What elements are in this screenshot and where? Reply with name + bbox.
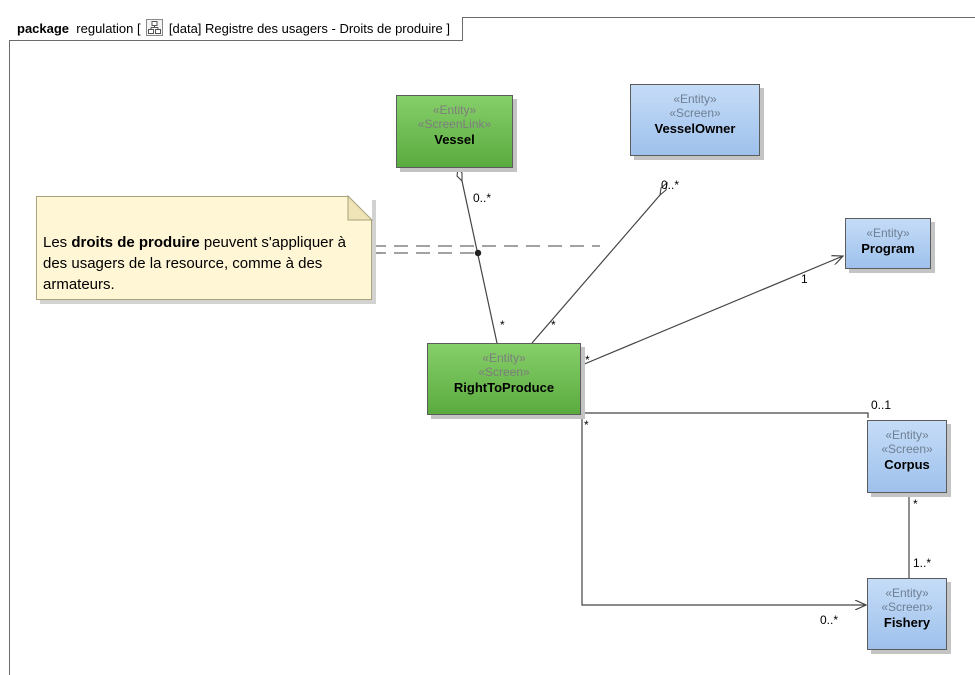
vessel-name: Vessel bbox=[434, 132, 475, 147]
program-association[interactable] bbox=[581, 256, 843, 366]
multiplicity-corpus-end: 0..1 bbox=[871, 398, 892, 412]
multiplicity-owner-rtp-end: * bbox=[551, 318, 556, 332]
class-vessel-owner[interactable]: «Entity» «Screen» VesselOwner bbox=[630, 84, 760, 156]
frame-package-name: regulation bbox=[76, 21, 134, 36]
corpus-stereotype-screen: «Screen» bbox=[881, 442, 933, 456]
multiplicity-corpus-rtp-end: * bbox=[584, 418, 589, 432]
multiplicity-vessel-end: 0..* bbox=[473, 191, 492, 205]
frame-keyword: package bbox=[17, 21, 70, 36]
frame-title: Registre des usagers - Droits de produir… bbox=[205, 21, 443, 36]
vessel-stereotype-screenlink: «ScreenLink» bbox=[417, 117, 492, 131]
note-anchor-line bbox=[372, 245, 600, 257]
class-diagram-icon bbox=[146, 19, 164, 36]
frame-bracket-open: [ bbox=[137, 21, 141, 36]
program-stereotype-entity: «Entity» bbox=[866, 226, 910, 240]
multiplicity-fishery-end: 0..* bbox=[820, 613, 839, 627]
frame-border-left bbox=[9, 17, 10, 675]
frame-border-top bbox=[9, 17, 975, 18]
note-text-post: peuvent s'appliquer à des usagers de la … bbox=[43, 234, 347, 293]
vessel-owner-name: VesselOwner bbox=[654, 121, 736, 136]
vessel-stereotype-entity: «Entity» bbox=[432, 103, 477, 117]
vessel-association[interactable] bbox=[456, 166, 498, 344]
note-text-pre: Les bbox=[43, 234, 72, 251]
corpus-stereotype-entity: «Entity» bbox=[885, 428, 929, 442]
right-to-produce-name: RightToProduce bbox=[453, 380, 555, 395]
package-frame-tab: package regulation [ [data] Registre des… bbox=[9, 17, 464, 41]
fishery-association[interactable] bbox=[581, 413, 866, 605]
fishery-stereotype-screen: «Screen» bbox=[881, 600, 933, 614]
vessel-owner-association[interactable] bbox=[531, 181, 668, 344]
right-to-produce-stereotype-entity: «Entity» bbox=[482, 351, 526, 365]
multiplicity-corpus-fishery-bottom: 1..* bbox=[913, 556, 932, 570]
note-fold-corner bbox=[348, 196, 372, 220]
class-fishery[interactable]: «Entity» «Screen» Fishery bbox=[867, 578, 947, 650]
corpus-name: Corpus bbox=[884, 457, 930, 472]
aggregation-diamond-vessel bbox=[456, 166, 463, 183]
class-program[interactable]: «Entity» Program bbox=[845, 218, 931, 269]
corpus-association[interactable] bbox=[582, 412, 869, 418]
multiplicity-program-end: 1 bbox=[801, 272, 808, 286]
class-vessel[interactable]: «Entity» «ScreenLink» Vessel bbox=[396, 95, 513, 168]
right-to-produce-stereotype-screen: «Screen» bbox=[478, 365, 530, 379]
frame-bracket-close: ] bbox=[446, 21, 451, 36]
multiplicity-corpus-fishery-top: * bbox=[913, 497, 918, 511]
class-right-to-produce[interactable]: «Entity» «Screen» RightToProduce bbox=[427, 343, 581, 415]
comment-note[interactable]: Les droits de produire peuvent s'appliqu… bbox=[36, 196, 372, 300]
program-name: Program bbox=[861, 241, 915, 256]
vessel-owner-stereotype-entity: «Entity» bbox=[673, 92, 717, 106]
aggregation-diamond-owner bbox=[659, 181, 668, 197]
class-corpus[interactable]: «Entity» «Screen» Corpus bbox=[867, 420, 947, 493]
vessel-owner-stereotype-screen: «Screen» bbox=[669, 106, 721, 120]
multiplicity-owner-end: 0..* bbox=[661, 178, 680, 192]
multiplicity-program-rtp-end: * bbox=[585, 353, 590, 367]
fishery-name: Fishery bbox=[883, 615, 931, 630]
frame-diagram-kind: [data] bbox=[168, 21, 202, 36]
fishery-stereotype-entity: «Entity» bbox=[885, 586, 929, 600]
multiplicity-vessel-rtp-end: * bbox=[500, 318, 505, 332]
note-text-bold: droits de produire bbox=[71, 234, 200, 251]
